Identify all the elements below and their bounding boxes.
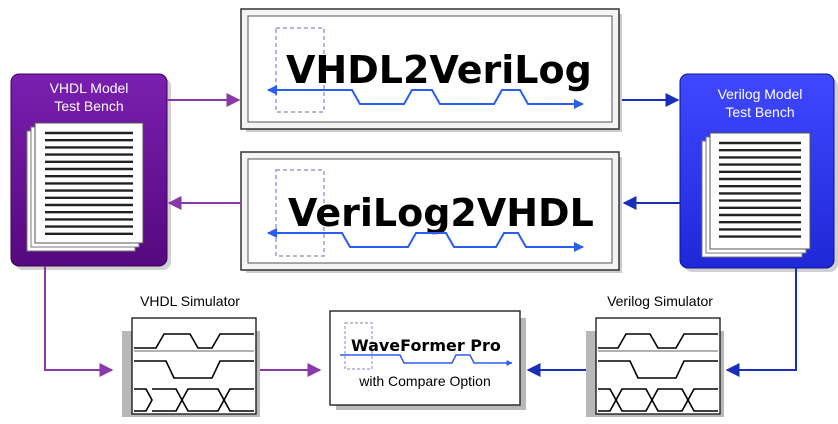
waveform-line	[268, 232, 584, 252]
waveform-line	[340, 354, 513, 366]
verilog-simulator-window	[586, 317, 724, 417]
verilog-model-label-line1: Verilog Model	[718, 86, 803, 102]
vhdl-model-label-line2: Test Bench	[54, 98, 123, 114]
arrow-verilog-to-simulator	[725, 268, 797, 377]
vhdl-model-label-line1: VHDL Model	[50, 80, 129, 96]
verilog2vhdl-title: VeriLog2VHDL	[288, 191, 594, 235]
arrow-vhdl-to-simulator	[44, 266, 114, 377]
verilog-document-icon	[701, 132, 811, 258]
selection-marker	[275, 169, 325, 257]
vhdl2verilog-translator: VHDL2VeriLog	[240, 8, 622, 132]
verilog-simulator-label: Verilog Simulator	[607, 293, 713, 309]
selection-marker	[344, 322, 373, 370]
waveformer-pro-box: WaveFormer Pro with Compare Option	[329, 310, 526, 410]
waveform-line	[268, 89, 584, 109]
verilog2vhdl-translator: VeriLog2VHDL	[240, 151, 622, 273]
vhdl-simulator-window	[122, 317, 260, 417]
vhdl2verilog-title: VHDL2VeriLog	[286, 48, 592, 92]
verilog-model-box: Verilog Model Test Bench	[679, 73, 838, 272]
verilog-model-label-line2: Test Bench	[725, 104, 794, 120]
vhdl-model-box: VHDL Model Test Bench	[10, 73, 171, 270]
vhdl-document-icon	[26, 122, 144, 252]
waveformer-title: WaveFormer Pro	[351, 336, 501, 355]
waveformer-subtitle: with Compare Option	[358, 373, 491, 389]
selection-marker	[275, 27, 325, 113]
vhdl-simulator-label: VHDL Simulator	[140, 293, 240, 309]
